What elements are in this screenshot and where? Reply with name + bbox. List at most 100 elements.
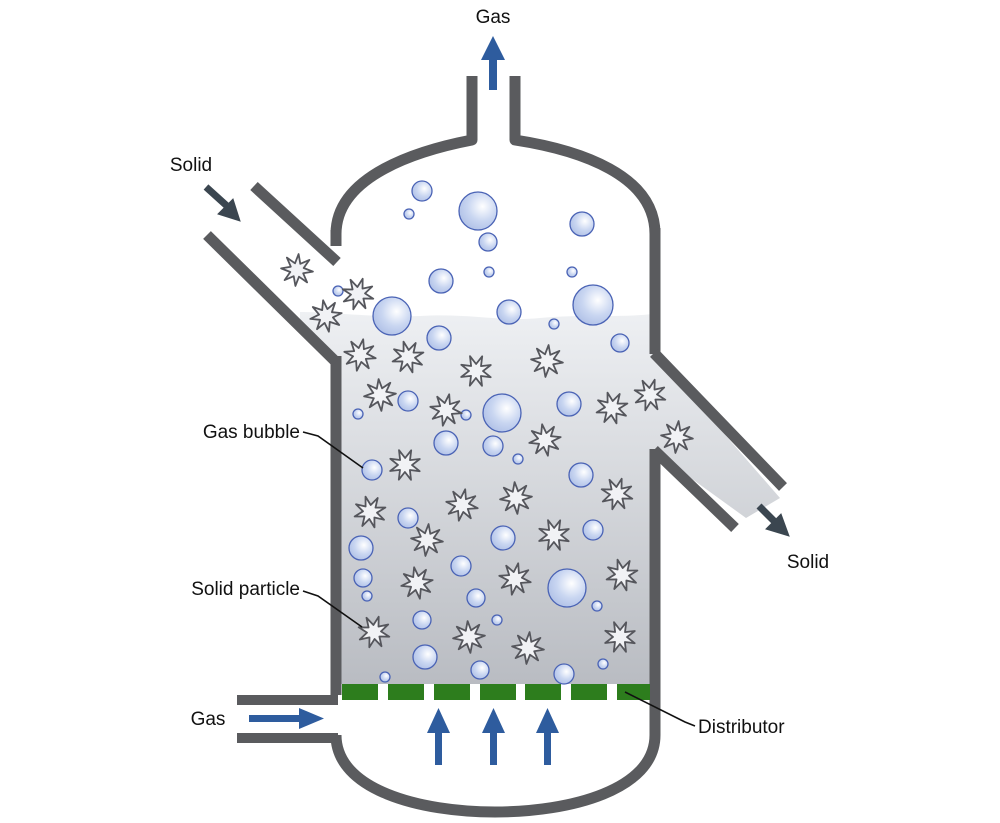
gas-bubble-icon xyxy=(483,266,495,278)
solid-particle-icon xyxy=(604,621,636,653)
reactor-vessel xyxy=(330,76,661,818)
gas-bubble-icon xyxy=(348,535,374,561)
solid-particle-icon xyxy=(429,393,463,427)
gas-outlet-label: Gas xyxy=(476,7,511,28)
leader-lines xyxy=(302,431,696,727)
solid-particle-icon xyxy=(511,631,545,665)
gas-bubble-icon xyxy=(466,588,486,608)
gas-bubble-icon xyxy=(403,208,415,220)
solid-particle-icon xyxy=(341,277,375,311)
gas-bubble-icon xyxy=(379,671,391,683)
gas-bubble-icon xyxy=(597,658,609,670)
gas-inlet-pipe xyxy=(237,695,338,743)
gas-upflow-arrow-icon xyxy=(427,708,450,765)
gas-bubble-icon xyxy=(450,555,472,577)
solid-particle-icon xyxy=(633,378,667,412)
solid-inlet-arrow-icon xyxy=(203,184,241,222)
solid-particles xyxy=(280,253,694,665)
gas-bubble-icon xyxy=(591,600,603,612)
gas-inlet-label: Gas xyxy=(191,709,226,730)
solid-particle-icon xyxy=(445,488,479,522)
gas-bubble-icon xyxy=(412,610,432,630)
distributor-segment xyxy=(525,684,561,700)
solid-outlet-arrow-icon xyxy=(756,503,790,537)
distributor-leader xyxy=(624,691,696,727)
gas-bubble-icon xyxy=(458,191,498,231)
distributor-segment xyxy=(571,684,607,700)
solid-outlet-pipe xyxy=(650,349,787,532)
distributor-plate xyxy=(342,684,650,700)
gas-bubble-icon xyxy=(582,519,604,541)
gas-bubble-icon xyxy=(553,663,575,685)
solid-particle-icon xyxy=(595,391,629,425)
gas-bubble-icon xyxy=(490,525,516,551)
solid-particle-icon xyxy=(353,495,387,529)
solid-particle-icon xyxy=(498,562,532,596)
distributor-segment xyxy=(388,684,424,700)
solid-particle-icon xyxy=(309,299,343,333)
solid-particle-icon xyxy=(528,423,562,457)
gas-bubble-icon xyxy=(491,614,503,626)
gas-bubble-icon xyxy=(556,391,582,417)
solid-particle-leader xyxy=(302,590,363,628)
solid-outlet-label: Solid xyxy=(787,552,829,573)
gas-bubble-icon xyxy=(361,459,383,481)
gas-bubble-icon xyxy=(352,408,364,420)
gas-bubble-icon xyxy=(547,568,587,608)
solid-inlet-pipe xyxy=(203,181,341,366)
gas-bubble-icon xyxy=(610,333,630,353)
gas-bubble-icon xyxy=(353,568,373,588)
gas-bubble-icon xyxy=(470,660,490,680)
gas-bubble-icon xyxy=(426,325,452,351)
gas-bubble-icon xyxy=(433,430,459,456)
gas-bubble-icon xyxy=(332,285,344,297)
distributor-segment xyxy=(434,684,470,700)
gas-bubble-icon xyxy=(512,453,524,465)
gas-upflow-arrow-icon xyxy=(482,708,505,765)
gas-bubble-icon xyxy=(372,296,412,336)
solid-particle-icon xyxy=(452,620,486,654)
solid-particle-icon xyxy=(660,420,694,454)
gas-bubble-icon xyxy=(361,590,373,602)
gas-bubble-icon xyxy=(397,390,419,412)
solid-inlet-label: Solid xyxy=(170,155,212,176)
gas-bubble-leader xyxy=(302,431,364,469)
distributor-segment xyxy=(342,684,378,700)
gas-bubble-icon xyxy=(478,232,498,252)
solid-particle-icon xyxy=(605,558,639,592)
solid-particle-icon xyxy=(499,481,533,515)
solid-particle-icon xyxy=(530,344,564,378)
solid-particle-icon xyxy=(357,615,391,649)
distributor-segment xyxy=(617,684,650,700)
gas-bubble-icon xyxy=(548,318,560,330)
solid-particle-icon xyxy=(389,449,421,481)
gas-bubble-icon xyxy=(428,268,454,294)
vessel-dome xyxy=(330,76,661,235)
gas-bubble-icon xyxy=(496,299,522,325)
gas-bubble-icon xyxy=(412,644,438,670)
solid-particle-icon xyxy=(343,338,377,372)
gas-bubble-icon xyxy=(411,180,433,202)
gas-bubble-icon xyxy=(460,409,472,421)
solid-particle-icon xyxy=(400,566,434,600)
distributor-segment xyxy=(480,684,516,700)
solid-particle-icon xyxy=(538,519,570,551)
vessel-bottom xyxy=(330,734,661,818)
gas-bubble-icon xyxy=(482,393,522,433)
gas-bubble-icon xyxy=(566,266,578,278)
gas-bubble-icon xyxy=(569,211,595,237)
solid-particle-icon xyxy=(410,523,444,557)
gas-bubble-icon xyxy=(397,507,419,529)
gas-upflow-arrow-icon xyxy=(536,708,559,765)
gas-bubble-icon xyxy=(568,462,594,488)
solid-particle-label: Solid particle xyxy=(191,579,300,600)
solid-particle-icon xyxy=(391,340,425,374)
distributor-label: Distributor xyxy=(698,717,785,738)
gas-bubble-label: Gas bubble xyxy=(203,422,300,443)
gas-inlet-arrow-icon xyxy=(249,708,324,729)
gas-bubble-icon xyxy=(572,284,614,326)
solid-particle-icon xyxy=(460,355,492,387)
solid-particle-icon xyxy=(280,253,314,287)
gas-bubble-icon xyxy=(482,435,504,457)
